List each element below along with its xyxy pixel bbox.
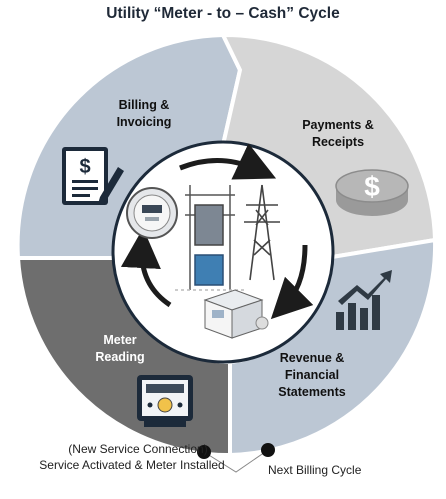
svg-text:$: $ — [364, 171, 380, 202]
invoice-icon: $ — [62, 147, 124, 205]
building-icon — [203, 289, 269, 339]
growth-chart-icon — [336, 270, 392, 330]
meter-icon — [137, 375, 193, 427]
substation-icon — [175, 185, 245, 291]
svg-text:$: $ — [79, 156, 90, 178]
start-connector — [203, 449, 269, 473]
transmission-tower-icon — [244, 184, 280, 281]
label-billing-invoicing: Billing & Invoicing — [116, 98, 172, 129]
cycle-arrow-right — [270, 244, 314, 320]
label-payments-receipts: Payments & Receipts — [302, 118, 374, 149]
label-revenue-statements: Revenue & Financial Statements — [278, 351, 346, 399]
smart-meter-icon — [126, 187, 178, 239]
diagram-title: Utility “Meter - to – Cash” Cycle — [106, 5, 340, 22]
cycle-arrow-left — [120, 228, 172, 308]
cycle-arrow-top — [179, 143, 277, 180]
next-cycle-note: Next Billing Cycle — [268, 463, 362, 477]
start-marker — [197, 445, 211, 459]
coin-dollar-icon: $ — [335, 169, 409, 216]
label-meter-reading: Meter Reading — [95, 333, 145, 364]
next-cycle-marker — [261, 443, 275, 457]
start-note-line1: (New Service Connection) — [68, 442, 208, 456]
start-note-line2: Service Activated & Meter Installed — [39, 458, 225, 472]
